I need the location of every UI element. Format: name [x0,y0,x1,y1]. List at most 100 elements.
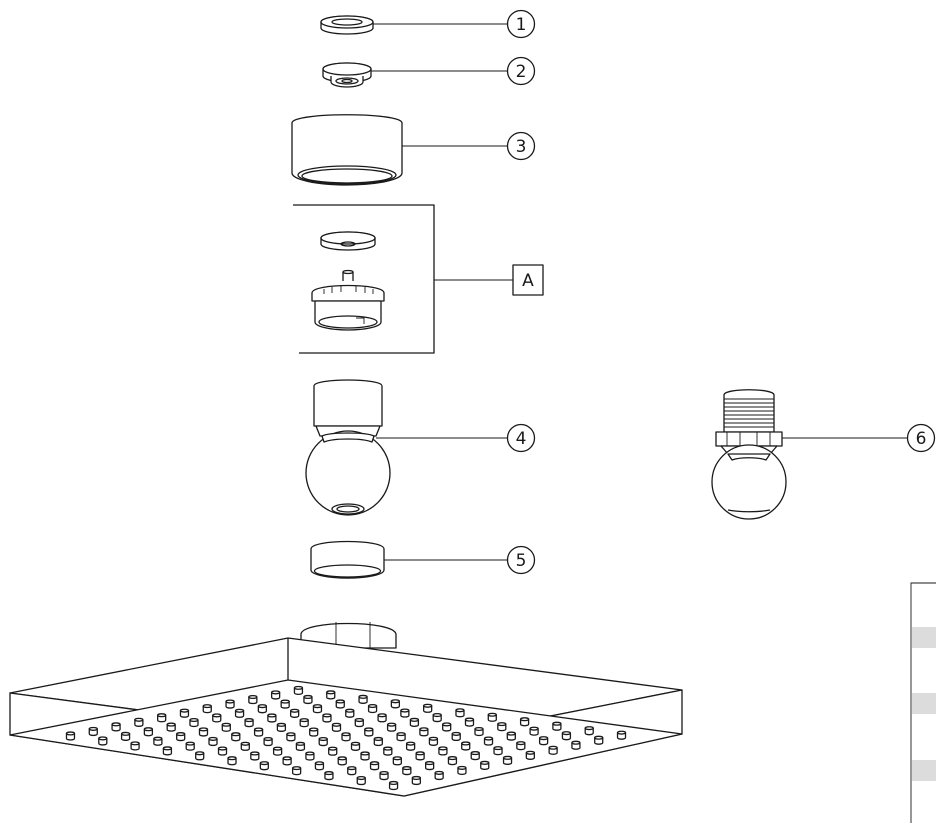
nozzle-top [538,736,549,741]
nozzle-top [240,741,250,746]
nozzle-top [324,771,334,776]
nozzle-top [318,736,328,742]
nozzle-top [367,703,378,709]
nozzle-top [185,741,195,746]
nozzle-top [377,713,387,718]
nozzle-top [189,717,199,723]
nozzle-top [234,708,245,713]
nozzle-top [337,756,347,761]
nozzle-top [157,713,167,718]
nozzle-top [303,694,313,700]
nozzle-top [519,717,530,722]
nozzle-top [438,746,448,751]
nozzle-top [345,708,355,713]
nozzle-top [88,726,98,731]
nozzle-top [457,765,467,770]
nozzle-top [354,717,364,723]
nozzle-top [267,713,277,718]
callout-2: 2 [506,56,536,86]
nozzle-top [347,766,357,771]
nozzle-top [529,726,539,731]
nozzle-top [231,732,241,737]
nozzle-top [221,722,231,727]
nozzle-top [506,731,516,736]
nozzle-top [392,756,402,761]
nozzle-top [309,727,319,732]
nozzle-top [111,722,121,727]
nozzle-top [502,755,513,760]
nozzle-top [379,771,389,776]
nozzle-top [341,732,351,737]
nozzle-top [383,746,393,751]
nozzle-top [322,713,332,718]
part-3-nut [291,114,403,186]
callout-5-label: 5 [516,551,527,571]
nozzle-top [548,745,558,750]
callout-a: A [512,264,544,296]
nozzle-top [331,722,342,727]
nozzle-top [244,718,254,723]
nozzle-top [272,746,283,751]
nozzle-top [276,722,287,727]
part-4-ball-joint [305,379,391,516]
nozzle-top [561,731,572,736]
nozzle-top [402,766,412,771]
nozzle-top [442,722,452,727]
nozzle-top [373,736,383,742]
nozzle-top [166,722,176,727]
nozzle-top [305,751,315,756]
nozzle-top [584,726,594,731]
nozzle-top [369,761,380,766]
nozzle-top [493,746,503,751]
nozzle-top [286,732,296,737]
nozzle-top [98,736,108,741]
nozzle-top [326,690,336,695]
nozzle-top [497,722,507,727]
callout-4: 4 [506,423,536,453]
nozzle-top [225,699,235,704]
nozzle-top [461,741,471,746]
nozzle-top [409,717,420,722]
nozzle-top [176,732,186,737]
nozzle-top [250,751,260,756]
nozzle-top [130,741,140,746]
nozzle-top [616,730,627,735]
nozzle-top [227,756,237,761]
nozzle-top [432,713,442,718]
nozzle-top [293,685,304,690]
nozzle-top [480,760,490,765]
nozzle-grid [65,685,627,791]
nozzle-top [400,708,410,713]
nozzle-top [483,736,494,741]
nozzle-top [290,708,300,713]
nozzle-top [424,761,435,766]
callout-4-label: 4 [516,429,527,449]
nozzle-top [405,741,416,746]
nozzle-top [571,740,581,745]
callout-a-label: A [522,271,534,291]
nozzle-top [455,708,465,713]
nozzle-top [423,703,433,708]
nozzle-top [428,736,439,741]
nozzle-top [411,775,422,781]
callout-5: 5 [506,545,536,575]
nozzle-top [259,761,269,766]
nozzle-top [263,736,273,742]
nozzle-top [335,699,345,704]
nozzle-top [212,713,222,718]
nozzle-top [364,727,374,732]
part-1-washer [320,15,374,35]
nozzle-top [162,746,173,751]
callout-2-label: 2 [516,62,527,82]
nozzle-top [516,741,526,746]
nozzle-top [356,775,366,781]
nozzle-top [134,717,144,722]
callout-1-label: 1 [516,15,527,35]
nozzle-top [282,756,292,761]
nozzle-top [198,727,209,732]
shower-head [9,622,683,797]
nozzle-top [474,726,484,732]
nozzle-top [280,699,290,704]
nozzle-top [195,751,205,756]
